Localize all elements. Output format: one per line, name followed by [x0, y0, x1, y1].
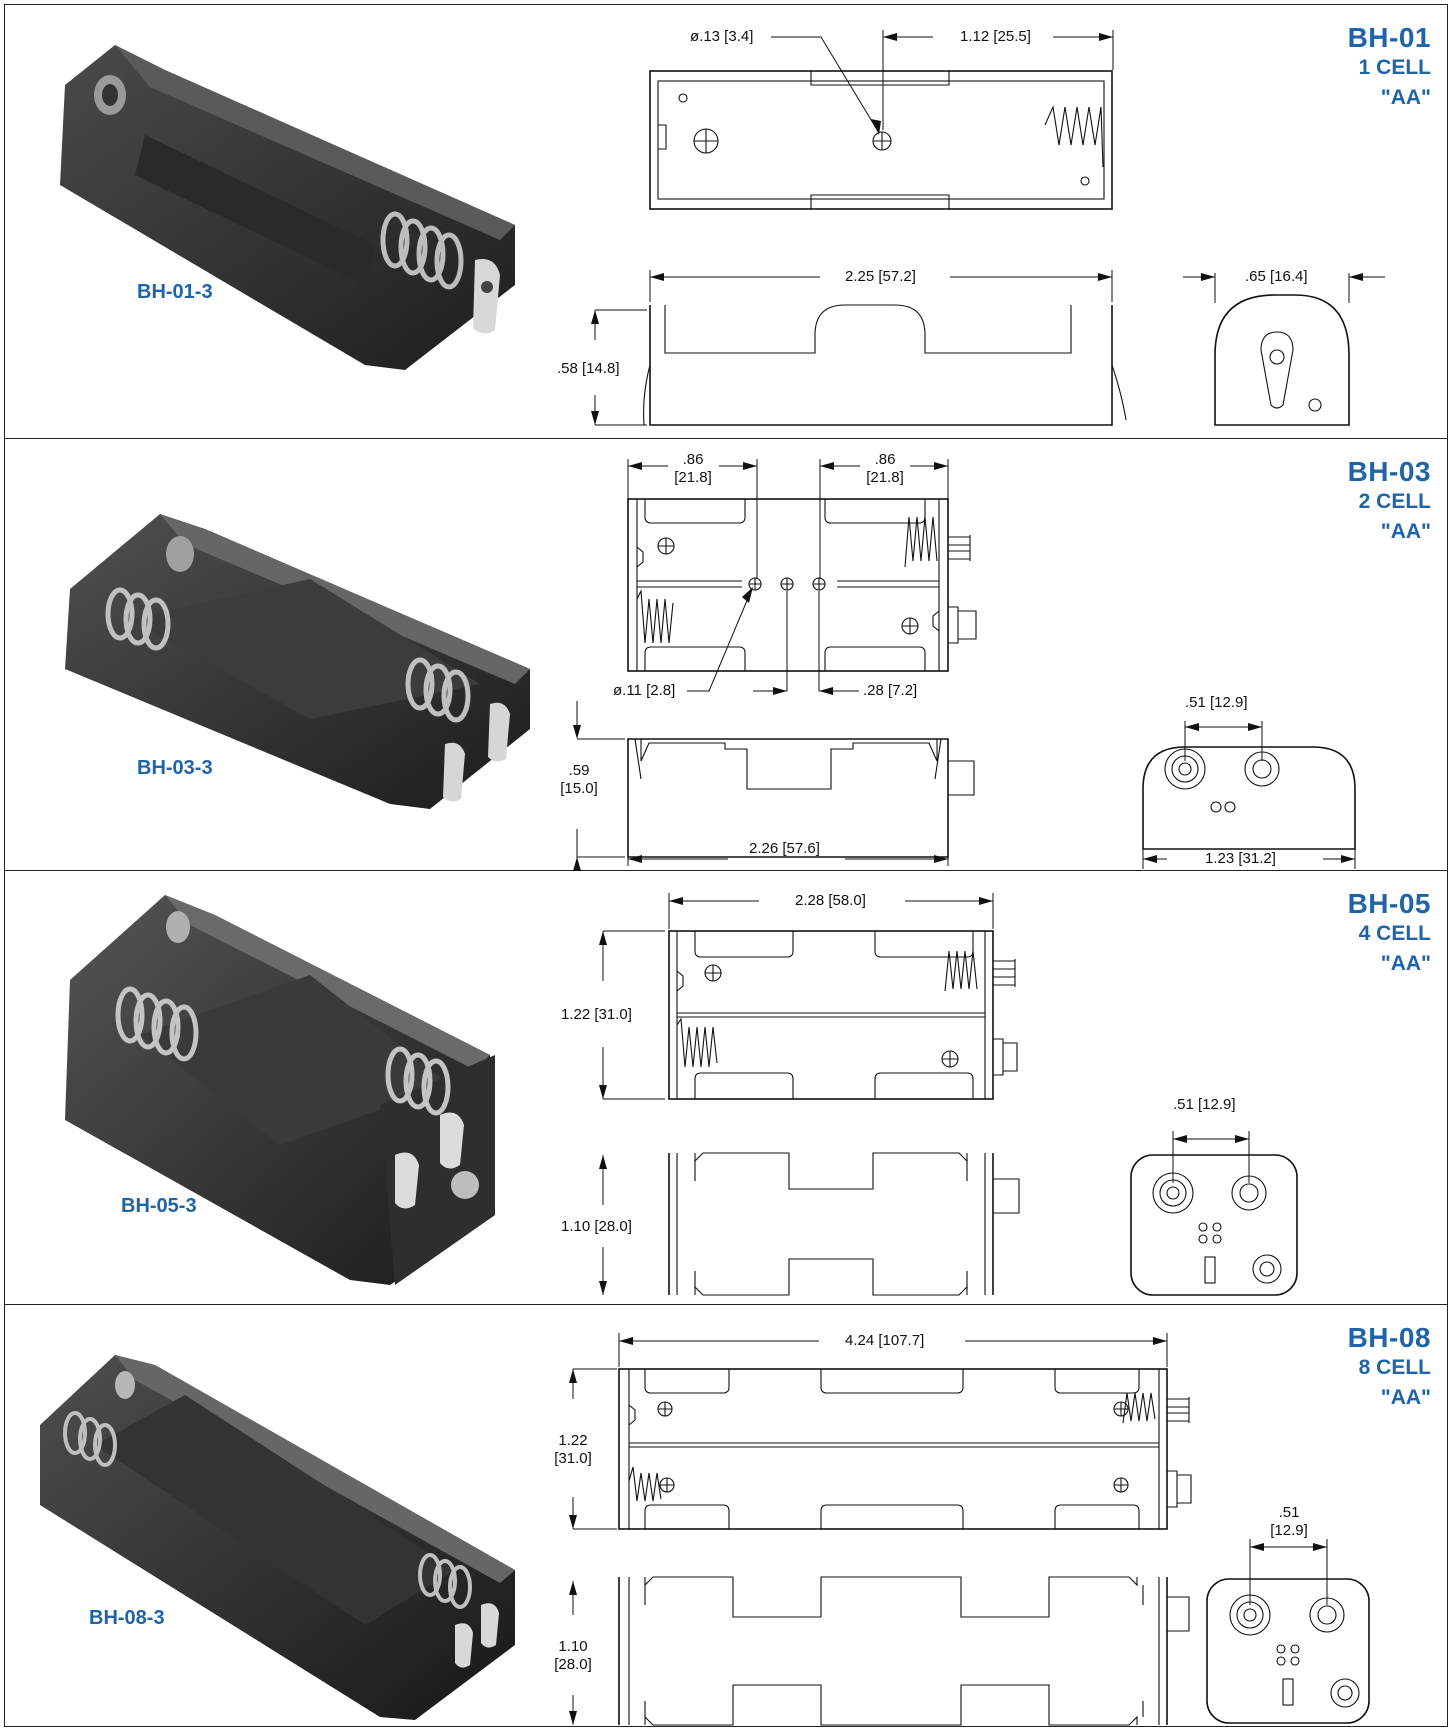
side-view: [618, 1576, 1190, 1726]
top-view: [627, 498, 977, 672]
drawing-bh-01: ø.13 [3.4] 1.12 [25.5] 2.25 [57.2] .58 […: [557, 28, 1385, 426]
drawing-bh-08: 4.24 [107.7] 1.22 [31.0] 1.10 [28.0]: [554, 1332, 1370, 1726]
top-view: [618, 1368, 1192, 1530]
dim-hole: ø.13 [3.4]: [690, 28, 753, 45]
dim-height-in: 1.10: [558, 1638, 587, 1655]
dim-terminal-in: .51: [1279, 1504, 1300, 1521]
dim-cell-b-mm: [21.8]: [866, 469, 904, 486]
dim-height: .58 [14.8]: [557, 360, 620, 377]
dim-width-mm: [31.0]: [554, 1450, 592, 1467]
dim-terminal-spacing: .51 [12.9]: [1173, 1096, 1236, 1113]
dim-cell-a-mm: [21.8]: [674, 469, 712, 486]
cell-type: "AA": [1380, 952, 1431, 975]
top-view: [668, 930, 1018, 1100]
section-bh-08: BH-08-3 BH-08 8 CELL "AA": [5, 1305, 1447, 1728]
section-bh-05: BH-05-3 BH-05 4 CELL "AA": [5, 871, 1447, 1305]
model-code: BH-05: [1347, 888, 1431, 919]
cell-count: 4 CELL: [1358, 922, 1431, 945]
dim-terminal-spacing: .51 [12.9]: [1185, 694, 1248, 711]
model-code: BH-01: [1347, 22, 1431, 53]
drawing-bh-03: .86 [21.8] .86 [21.8] ø.11 [2.8] .28 [7.…: [560, 451, 1356, 871]
model-code: BH-03: [1347, 456, 1431, 487]
side-view: [668, 1152, 1020, 1296]
dim-terminal-mm: [12.9]: [1270, 1522, 1308, 1539]
dim-height: 1.10 [28.0]: [561, 1218, 632, 1235]
dim-length: 4.24 [107.7]: [845, 1332, 924, 1349]
cell-type: "AA": [1380, 1386, 1431, 1409]
cell-count: 1 CELL: [1358, 56, 1431, 79]
section-bh-03: BH-03-3 BH-03 2 CELL "AA": [5, 439, 1447, 871]
dim-height-mm: [28.0]: [554, 1656, 592, 1673]
dim-end-width: 1.23 [31.2]: [1205, 850, 1276, 867]
end-view: [1214, 294, 1350, 426]
cell-count: 2 CELL: [1358, 490, 1431, 513]
cell-type: "AA": [1380, 86, 1431, 109]
section-bh-01: BH-01-3 BH-01 1 CELL "AA": [5, 5, 1447, 439]
title-block: BH-08 8 CELL "AA": [1348, 1323, 1431, 1413]
drawing-bh-05: 2.28 [58.0] 1.22 [31.0] 1.10 [28.0]: [561, 892, 1298, 1296]
dim-width: 1.22 [31.0]: [561, 1006, 632, 1023]
product-photo-bh-05: [65, 895, 495, 1285]
photo-label: BH-01-3: [137, 281, 213, 303]
product-photo-bh-01: [60, 45, 515, 370]
cell-count: 8 CELL: [1358, 1356, 1431, 1379]
dim-width-in: 1.22: [558, 1432, 587, 1449]
cell-type: "AA": [1380, 520, 1431, 543]
title-block: BH-05 4 CELL "AA": [1348, 889, 1431, 979]
dim-length: 2.28 [58.0]: [795, 892, 866, 909]
end-view: [1206, 1578, 1370, 1724]
dim-length: 2.26 [57.6]: [749, 840, 820, 857]
title-block: BH-01 1 CELL "AA": [1348, 23, 1431, 113]
dim-hole-offset: 1.12 [25.5]: [960, 28, 1031, 45]
side-view: [643, 304, 1127, 426]
end-view: [1142, 746, 1356, 850]
dim-hole-spacing: .28 [7.2]: [863, 682, 917, 699]
photo-label: BH-08-3: [89, 1607, 165, 1629]
dim-height-mm: [15.0]: [560, 780, 598, 797]
model-code: BH-08: [1347, 1322, 1431, 1353]
dim-cell-b-in: .86: [875, 451, 896, 468]
dim-length: 2.25 [57.2]: [845, 268, 916, 285]
title-block: BH-03 2 CELL "AA": [1348, 457, 1431, 547]
product-photo-bh-08: [40, 1355, 515, 1720]
end-view: [1130, 1154, 1298, 1296]
datasheet: BH-01-3 BH-01 1 CELL "AA": [4, 4, 1448, 1727]
product-photo-bh-03: [65, 514, 530, 809]
photo-label: BH-05-3: [121, 1195, 197, 1217]
dim-end-width: .65 [16.4]: [1245, 268, 1308, 285]
dim-height-in: .59: [569, 762, 590, 779]
photo-label: BH-03-3: [137, 757, 213, 779]
dim-cell-a-in: .86: [683, 451, 704, 468]
dim-hole: ø.11 [2.8]: [613, 682, 675, 699]
top-view: [649, 70, 1113, 210]
